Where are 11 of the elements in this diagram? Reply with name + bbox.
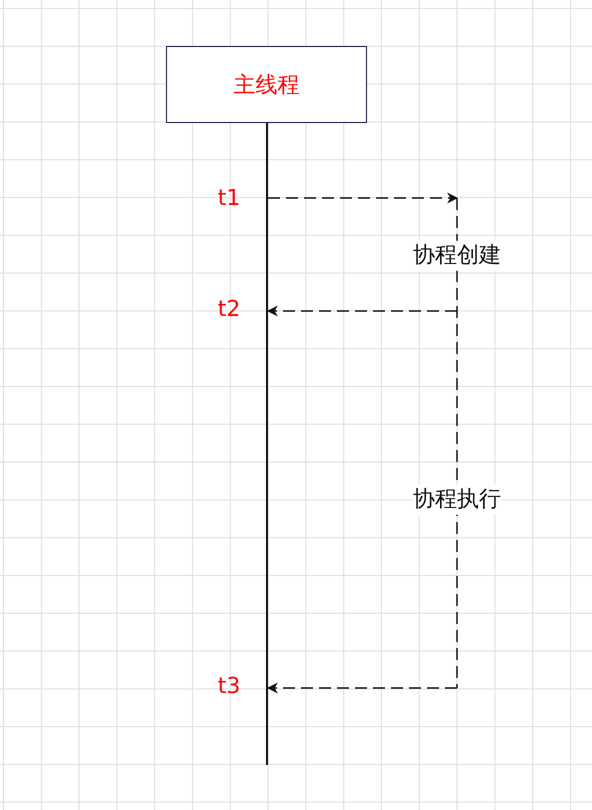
time-label: t3 xyxy=(218,674,240,700)
thread-box xyxy=(166,46,367,123)
dashed-arrow xyxy=(266,306,457,316)
phase-label: 协程创建 xyxy=(413,240,501,272)
dashed-arrow xyxy=(268,192,458,204)
thread-title: 主线程 xyxy=(234,72,300,100)
time-label: t2 xyxy=(218,296,240,324)
time-label: t1 xyxy=(218,186,240,212)
dashed-arrow xyxy=(266,682,457,694)
phase-label: 协程执行 xyxy=(413,484,501,516)
lifeline xyxy=(266,123,268,765)
